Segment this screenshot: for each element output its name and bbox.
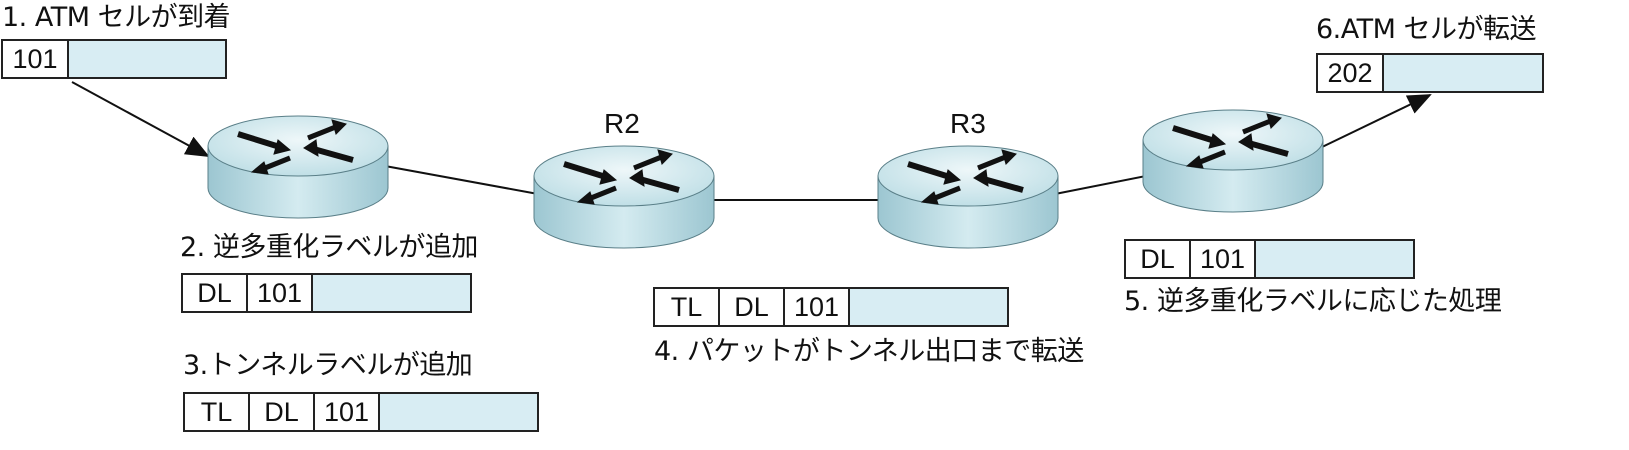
payload <box>1256 241 1413 277</box>
packet-1: 101 <box>1 39 227 79</box>
payload <box>313 275 470 311</box>
label-cell: DL <box>720 289 785 325</box>
label-cell: TL <box>185 394 250 430</box>
link-r3-r4 <box>1054 175 1147 195</box>
step-3-label: 3.トンネルラベルが追加 <box>183 350 473 381</box>
step-4-label: 4. パケットがトンネル出口まで転送 <box>654 336 1084 367</box>
packet-2: DL 101 <box>181 273 472 313</box>
payload <box>69 41 225 77</box>
step-5-label: 5. 逆多重化ラベルに応じた処理 <box>1124 286 1502 317</box>
label-cell: TL <box>655 289 720 325</box>
packet-3: TL DL 101 <box>183 392 539 432</box>
label-cell: DL <box>250 394 315 430</box>
step-2-label: 2. 逆多重化ラベルが追加 <box>180 232 478 263</box>
arrow-in <box>71 81 210 157</box>
packet-6: 202 <box>1316 53 1544 93</box>
label-cell: 101 <box>1191 241 1256 277</box>
router-r2-label: R2 <box>604 108 640 139</box>
label-cell: DL <box>1126 241 1191 277</box>
label-cell: 101 <box>3 41 69 77</box>
router-r3-icon <box>878 146 1058 248</box>
router-1-icon <box>208 116 388 218</box>
packet-4: TL DL 101 <box>653 287 1009 327</box>
arrow-out <box>1319 94 1432 149</box>
label-cell: 202 <box>1318 55 1384 91</box>
label-cell: DL <box>183 275 248 311</box>
router-r3-label: R3 <box>950 108 986 139</box>
label-cell: 101 <box>785 289 850 325</box>
label-cell: 101 <box>248 275 313 311</box>
step-1-label: 1. ATM セルが到着 <box>2 2 231 33</box>
payload <box>380 394 537 430</box>
label-cell: 101 <box>315 394 380 430</box>
packet-5: DL 101 <box>1124 239 1415 279</box>
link-r1-r2 <box>384 165 539 195</box>
router-4-icon <box>1143 110 1323 212</box>
router-r2-icon <box>534 146 714 248</box>
step-6-label: 6.ATM セルが転送 <box>1316 14 1537 45</box>
payload <box>850 289 1007 325</box>
payload <box>1384 55 1542 91</box>
